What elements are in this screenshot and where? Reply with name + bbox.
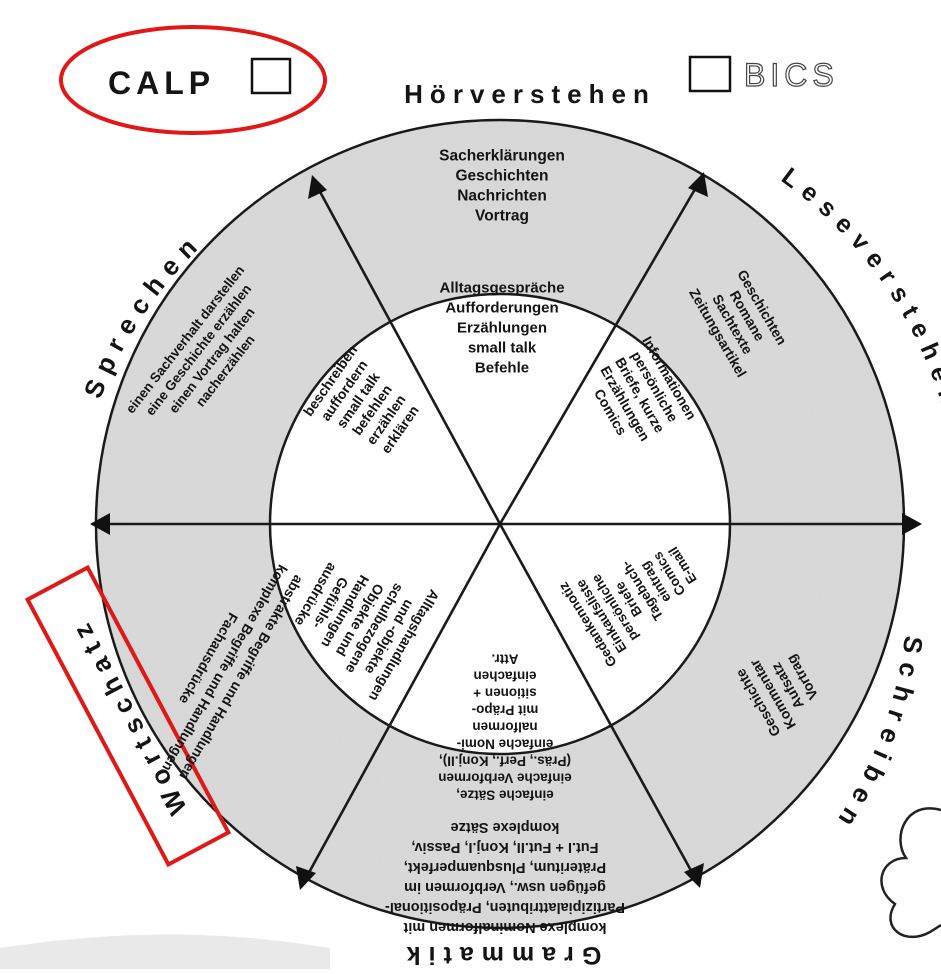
sector-line: Fut.I + Fut.II, Konj.I, Passiv, <box>411 839 598 855</box>
sector-line: (Präs., Perf., Konj.II), <box>439 753 571 768</box>
spokes <box>92 183 910 879</box>
sector-line: Befehle <box>475 359 529 376</box>
arrow-lower-left <box>296 866 316 890</box>
sector-text-inner-hoerverstehen: AlltagsgesprächeAufforderungenErzählunge… <box>439 279 564 376</box>
sector-line: komplexe Sätze <box>451 819 560 835</box>
arrow-left <box>90 513 110 535</box>
sector-line: Alltagsgespräche <box>439 279 564 296</box>
sector-line: Attr. <box>492 651 519 666</box>
sector-text-inner-grammatik: einfache Sätze, einfache Verbformen (Präs.… <box>438 651 572 802</box>
sector-line: Vortrag <box>475 207 529 224</box>
spoke-lower-right <box>498 523 696 877</box>
spoke-lower-left <box>304 523 502 879</box>
sector-line: einfachen <box>473 668 536 683</box>
corner-doodle <box>880 807 941 939</box>
arrow-upper-right <box>688 172 708 197</box>
wortschatz-highlight-box <box>24 564 232 868</box>
arrow-lower-right <box>684 863 704 888</box>
sector-line: mit Präpo- <box>472 702 539 717</box>
calp-checkbox[interactable] <box>250 57 292 95</box>
sector-line: small talk <box>468 339 537 356</box>
sector-line: sitionen + <box>473 685 537 700</box>
sector-line: Erzählungen <box>457 319 547 336</box>
calp-highlight-ellipse <box>59 25 327 135</box>
skill-hoerverstehen-text: Hörverstehen <box>404 79 649 109</box>
sector-line: Präteritum, Plusquamperfekt, <box>404 859 606 875</box>
bottom-swoosh <box>0 934 330 969</box>
arrowheads <box>90 172 922 890</box>
sector-text-outer-grammatik: komplexe Nominalformen mit Partizipialatt… <box>385 819 625 935</box>
sector-line: einfache Sätze, <box>456 787 554 802</box>
arrow-upper-left <box>308 175 327 199</box>
sector-line: Partizipialattributen, Präpositional- <box>385 899 625 915</box>
calp-label: CALP <box>108 65 215 101</box>
sector-line: einfache Verbformen <box>438 770 572 785</box>
skill-grammatik: Grammatik <box>399 941 602 969</box>
sector-line: gefügen usw., Verbformen im <box>404 879 606 895</box>
skill-hoerverstehen: Hörverstehen <box>404 79 656 109</box>
arrow-right <box>902 513 922 535</box>
sector-line: Aufforderungen <box>445 299 558 316</box>
spoke-upper-right <box>498 183 700 525</box>
spoke-upper-left <box>316 187 502 525</box>
sector-text-outer-hoerverstehen: SacherklärungenGeschichtenNachrichtenVor… <box>439 147 565 224</box>
bics-checkbox[interactable] <box>688 55 732 93</box>
sector-line: einfache Nomi- <box>457 736 554 751</box>
sector-line: nalformen <box>472 719 537 734</box>
bics-label: BICS <box>744 57 839 93</box>
sector-line: Geschichten <box>455 167 548 184</box>
sector-line: komplexe Nominalformen mit <box>403 919 606 935</box>
sector-line: Sacherklärungen <box>439 147 565 164</box>
sector-line: Nachrichten <box>457 187 547 204</box>
